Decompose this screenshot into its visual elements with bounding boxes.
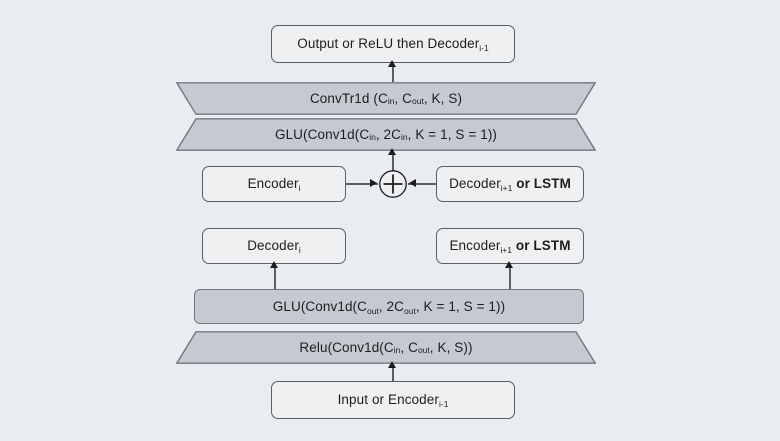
node-encoder-i[interactable]: Encoderi [202, 166, 346, 202]
node-glu-bottom-label: GLU(Conv1d(Cout, 2Cout, K = 1, S = 1)) [272, 298, 506, 316]
node-input-label: Input or Encoderi-1 [337, 392, 449, 410]
relu-conv1d-shape [176, 331, 596, 364]
edge-glu-bottom-to-encoder-next-arrowhead [505, 261, 513, 268]
node-input-or-encoder[interactable]: Input or Encoderi-1 [271, 381, 515, 419]
node-encoder-i-plus-1-or-lstm[interactable]: Encoderi+1 or LSTM [436, 228, 584, 264]
edge-convtr1d-to-output-arrowhead [388, 60, 396, 67]
node-encoder-i-label: Encoderi [247, 176, 301, 194]
node-output-or-relu-then-decoder[interactable]: Output or ReLU then Decoderi-1 [271, 25, 515, 63]
edge-glu-bottom-to-encoder-next-line [509, 264, 511, 290]
edge-encoder-to-sum-arrowhead [370, 179, 377, 187]
edge-input-to-relu-arrowhead [388, 361, 396, 368]
node-output-label: Output or ReLU then Decoderi-1 [297, 36, 489, 54]
edge-convtr1d-to-output-line [392, 63, 394, 82]
edge-sum-to-glu-top-line [392, 153, 394, 171]
edge-decoder-next-to-sum-arrowhead [409, 179, 416, 187]
edge-encoder-to-sum-line [346, 183, 378, 185]
node-residual-sum[interactable] [378, 169, 408, 199]
plus-circle-icon [379, 170, 407, 198]
node-decoder-i-plus-1-or-lstm[interactable]: Decoderi+1 or LSTM [436, 166, 584, 202]
glu-top-shape [176, 118, 596, 151]
node-decoder-i[interactable]: Decoderi [202, 228, 346, 264]
edge-input-to-relu-line [392, 366, 394, 382]
convtr1d-shape [176, 82, 596, 115]
node-decoder-i-plus-1-label: Decoderi+1 or LSTM [449, 176, 571, 194]
node-encoder-i-plus-1-label: Encoderi+1 or LSTM [449, 238, 571, 256]
edge-glu-bottom-to-decoder-i-line [274, 264, 276, 290]
node-glu-bottom[interactable]: GLU(Conv1d(Cout, 2Cout, K = 1, S = 1)) [194, 289, 584, 324]
edge-sum-to-glu-top-arrowhead [388, 148, 396, 155]
edge-glu-bottom-to-decoder-i-arrowhead [270, 261, 278, 268]
node-decoder-i-label: Decoderi [247, 238, 301, 256]
edge-decoder-next-to-sum-line [408, 183, 436, 185]
